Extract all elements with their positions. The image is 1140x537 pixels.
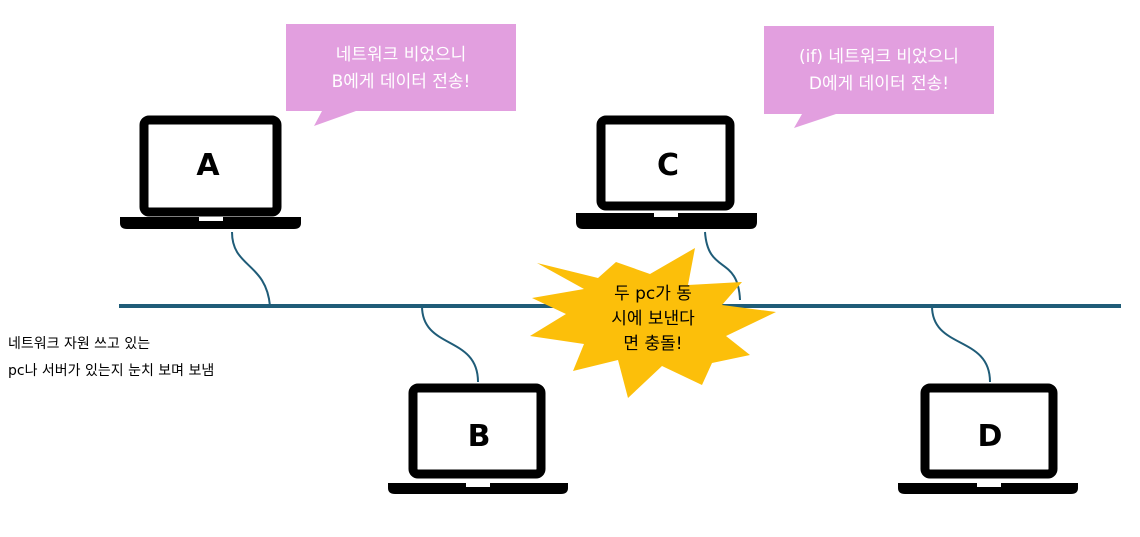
laptop-c-base xyxy=(576,213,757,229)
laptop-b-label: B xyxy=(468,419,491,454)
laptop-b-trackpad-notch xyxy=(466,483,490,487)
speech-bubble-a-line1: 네트워크 비었으니 xyxy=(336,45,467,65)
collision-text-line2: 시에 보낸다 xyxy=(611,309,695,329)
collision-burst: 두 pc가 동 시에 보낸다 면 충돌! xyxy=(530,248,776,398)
laptop-d-base xyxy=(898,483,1078,494)
speech-bubble-c-line2: D에게 데이터 전송! xyxy=(809,74,949,94)
side-note-line2: pc나 서버가 있는지 눈치 보며 보냄 xyxy=(8,363,214,379)
laptop-d-trackpad-notch xyxy=(977,483,1001,487)
laptop-b-base xyxy=(388,483,568,494)
side-note-line1: 네트워크 자원 쓰고 있는 xyxy=(8,336,150,352)
cable-a xyxy=(231,231,271,307)
cable-d xyxy=(931,305,991,383)
collision-burst-shape xyxy=(530,248,776,398)
laptop-c-label: C xyxy=(657,148,679,183)
laptop-d-screen xyxy=(920,383,1058,479)
laptop-d-label: D xyxy=(978,419,1003,454)
speech-bubble-c-shape xyxy=(764,26,994,128)
speech-bubble-c: (if) 네트워크 비었으니 D에게 데이터 전송! xyxy=(764,26,994,128)
speech-bubble-a-shape xyxy=(286,24,516,126)
collision-text-line1: 두 pc가 동 xyxy=(614,284,692,304)
laptop-c-trackpad-notch xyxy=(654,213,678,217)
laptop-a-trackpad-notch xyxy=(199,217,223,221)
speech-bubble-a: 네트워크 비었으니 B에게 데이터 전송! xyxy=(286,24,516,126)
laptop-b-screen xyxy=(408,383,546,479)
laptop-a-label: A xyxy=(196,148,220,183)
laptop-c: C xyxy=(576,115,757,229)
laptop-b: B xyxy=(388,383,568,494)
speech-bubble-c-line1: (if) 네트워크 비었으니 xyxy=(799,47,959,67)
laptop-a: A xyxy=(120,115,301,229)
cable-b xyxy=(421,305,479,383)
cable-c xyxy=(704,231,741,301)
laptop-c-screen xyxy=(596,115,735,211)
collision-text-line3: 면 충돌! xyxy=(623,334,682,354)
laptop-a-base xyxy=(120,217,301,229)
speech-bubble-a-line2: B에게 데이터 전송! xyxy=(332,72,471,92)
laptop-a-screen xyxy=(139,115,282,217)
laptop-d: D xyxy=(898,383,1078,494)
